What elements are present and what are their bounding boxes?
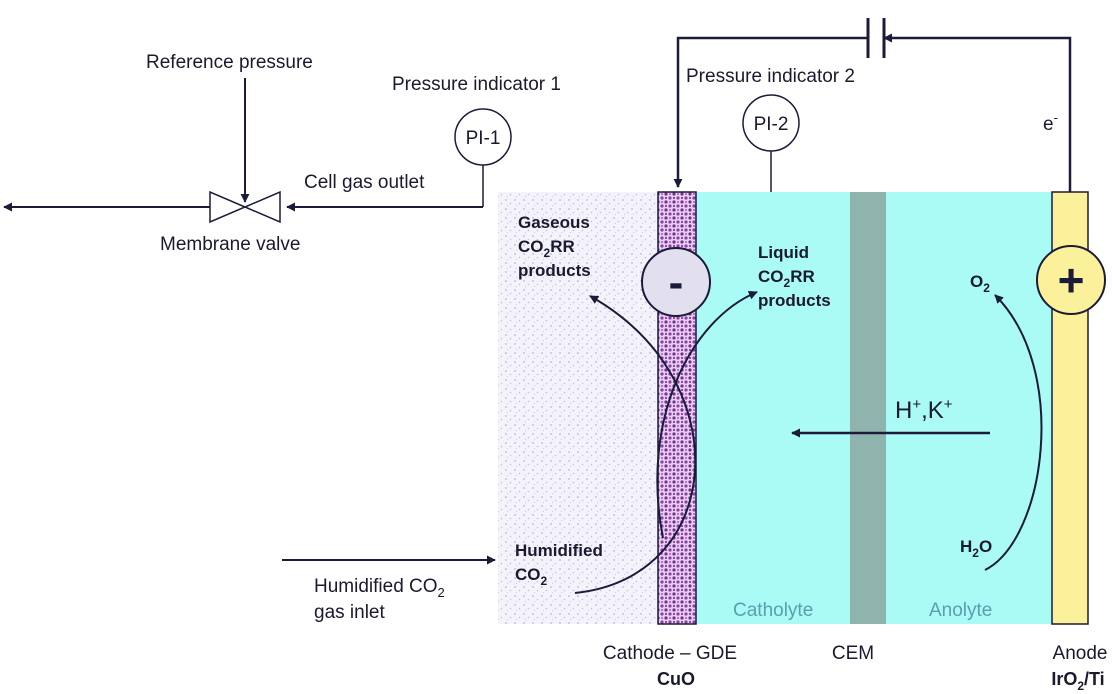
catholyte-compartment xyxy=(696,192,850,624)
anolyte-compartment xyxy=(886,192,1052,624)
electron-label: e- xyxy=(1043,110,1058,135)
liquid-label: Liquid xyxy=(758,243,809,262)
membrane-valve-label: Membrane valve xyxy=(160,234,300,255)
gaseous-products-label: products xyxy=(518,261,591,280)
anolyte-label: Anolyte xyxy=(929,600,992,621)
reference-pressure-label: Reference pressure xyxy=(146,52,313,73)
liquid-co2rr-label: CO2RR xyxy=(758,267,815,290)
gaseous-label: Gaseous xyxy=(518,213,590,232)
co2-label: CO2 xyxy=(515,565,548,588)
liquid-products-label: products xyxy=(758,291,831,310)
cathode-minus-symbol xyxy=(641,247,711,317)
pressure-indicator-2-label: Pressure indicator 2 xyxy=(686,66,855,87)
catholyte-label: Catholyte xyxy=(733,600,813,621)
gaseous-co2rr-label: CO2RR xyxy=(518,237,575,260)
ions-label: H+,K+ xyxy=(895,396,953,424)
plus-sign: + xyxy=(1058,254,1085,306)
cem-label: CEM xyxy=(832,643,874,664)
inlet-line1-label: Humidified CO2 xyxy=(314,576,445,600)
anode-wire xyxy=(883,33,1072,192)
pressure-indicator-1-label: Pressure indicator 1 xyxy=(392,74,561,95)
valve-right-triangle xyxy=(243,190,281,224)
gas-compartment xyxy=(498,192,658,624)
circuit-wire xyxy=(673,36,868,188)
oxygen-curve xyxy=(984,294,1043,571)
minus-sign: - xyxy=(669,258,684,307)
anode-plus-symbol xyxy=(1036,245,1106,315)
gas-product-curve xyxy=(574,295,697,594)
pi2-label: PI-2 xyxy=(754,114,789,135)
pi1-label: PI-1 xyxy=(466,128,501,149)
anode-label: Anode xyxy=(1053,643,1108,664)
cathode-gde-label: Cathode – GDE xyxy=(603,643,737,664)
o2-label: O2 xyxy=(970,272,990,295)
cem-membrane xyxy=(850,192,886,624)
iro2-ti-label: IrO2/Ti xyxy=(1051,669,1104,693)
humidified-label: Humidified xyxy=(515,541,603,560)
h2o-label: H2O xyxy=(960,537,992,560)
cuo-label: CuO xyxy=(657,669,695,689)
inlet-line2-label: gas inlet xyxy=(314,602,385,623)
cell-gas-outlet-label: Cell gas outlet xyxy=(304,172,425,193)
valve-left-triangle xyxy=(209,190,247,224)
liquid-product-curve xyxy=(656,290,758,539)
